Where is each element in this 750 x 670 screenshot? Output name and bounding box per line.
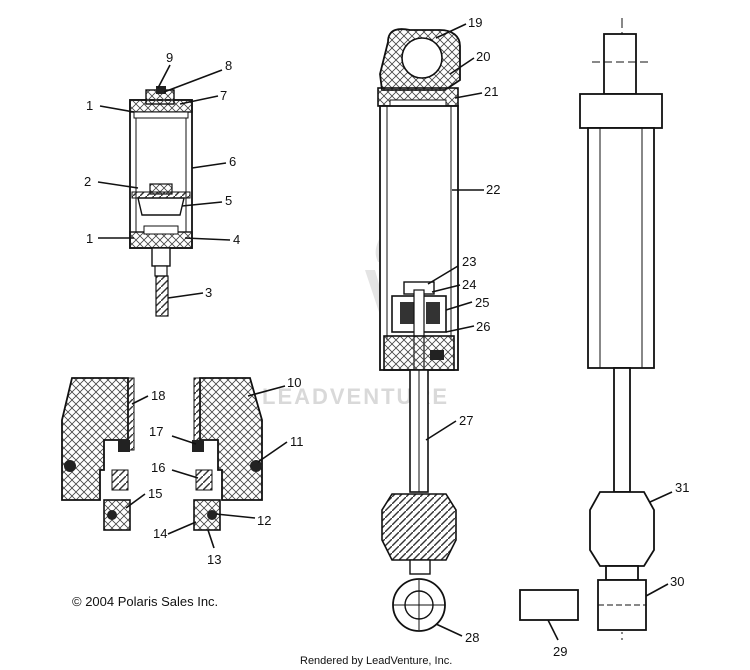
callout-24: 24 xyxy=(462,277,476,292)
copyright-text: © 2004 Polaris Sales Inc. xyxy=(72,594,218,609)
callout-12: 12 xyxy=(257,513,271,528)
cap-detail-leaders xyxy=(125,385,288,549)
callout-1-top: 1 xyxy=(86,98,93,113)
callout-28: 28 xyxy=(465,630,479,645)
callout-4: 4 xyxy=(233,232,240,247)
callout-18: 18 xyxy=(151,388,165,403)
callout-labels: 1 2 1 3 4 5 6 7 8 9 10 11 12 13 14 15 16… xyxy=(84,15,689,659)
callout-15: 15 xyxy=(148,486,162,501)
reservoir-assembly xyxy=(129,86,193,317)
callout-21: 21 xyxy=(484,84,498,99)
callout-6: 6 xyxy=(229,154,236,169)
callout-9: 9 xyxy=(166,50,173,65)
callout-20: 20 xyxy=(476,49,490,64)
callout-27: 27 xyxy=(459,413,473,428)
callout-3: 3 xyxy=(205,285,212,300)
callout-23: 23 xyxy=(462,254,476,269)
credit-text: Rendered by LeadVenture, Inc. xyxy=(300,655,452,667)
callout-13: 13 xyxy=(207,552,221,567)
callout-17: 17 xyxy=(149,424,163,439)
callout-22: 22 xyxy=(486,182,500,197)
shock-exterior-leaders xyxy=(547,491,673,641)
callout-8: 8 xyxy=(225,58,232,73)
callout-7: 7 xyxy=(220,88,227,103)
callout-10: 10 xyxy=(287,375,301,390)
callout-1-bottom: 1 xyxy=(86,231,93,246)
callout-14: 14 xyxy=(153,526,167,541)
callout-16: 16 xyxy=(151,460,165,475)
callout-11: 11 xyxy=(290,434,304,449)
callout-2: 2 xyxy=(84,174,91,189)
callout-26: 26 xyxy=(476,319,490,334)
shock-section xyxy=(377,28,461,632)
callout-5: 5 xyxy=(225,193,232,208)
shock-section-leaders xyxy=(425,23,484,637)
reservoir-leaders xyxy=(97,64,231,299)
callout-30: 30 xyxy=(670,574,684,589)
shock-exterior xyxy=(519,18,663,640)
callout-31: 31 xyxy=(675,480,689,495)
callout-25: 25 xyxy=(475,295,489,310)
callout-19: 19 xyxy=(468,15,482,30)
cap-detail-section xyxy=(61,377,263,531)
callout-29: 29 xyxy=(553,644,567,659)
